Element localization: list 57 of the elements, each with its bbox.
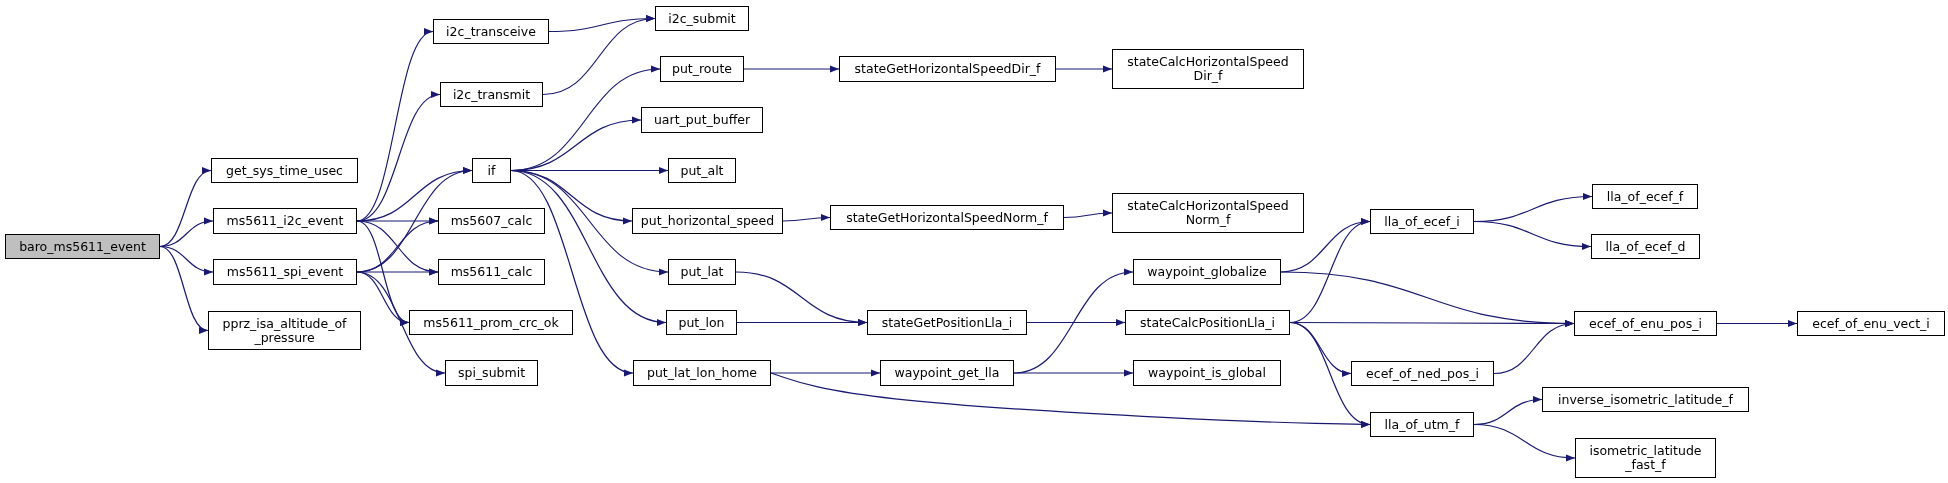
arrow bbox=[542, 15, 656, 96]
function-box: i2c_transmit bbox=[440, 82, 543, 107]
function-box: stateGetPositionLla_i bbox=[867, 310, 1027, 335]
function-box: ecef_of_ned_pos_i bbox=[1351, 361, 1494, 386]
arrow bbox=[1026, 318, 1126, 327]
function-box: lla_of_ecef_i bbox=[1370, 209, 1474, 234]
function-box: stateGetHorizontalSpeedNorm_f bbox=[830, 205, 1064, 230]
arrow bbox=[770, 369, 881, 377]
function-box: uart_put_buffer bbox=[641, 107, 763, 133]
arrow bbox=[1063, 209, 1113, 219]
function-box: stateCalcPositionLla_i bbox=[1125, 310, 1290, 335]
arrow bbox=[1473, 220, 1592, 250]
arrow bbox=[1289, 321, 1371, 427]
arrow bbox=[1716, 319, 1798, 328]
function-box: put_lat_lon_home bbox=[633, 360, 771, 386]
function-box: waypoint_is_global bbox=[1133, 360, 1281, 386]
function-box: ecef_of_enu_vect_i bbox=[1797, 311, 1945, 336]
arrow bbox=[1473, 423, 1576, 462]
function-box: put_alt bbox=[668, 158, 736, 183]
function-box: inverse_isometric_latitude_f bbox=[1542, 387, 1749, 412]
arrow bbox=[510, 169, 634, 374]
function-box: get_sys_time_usec bbox=[211, 158, 358, 183]
function-box: pprz_isa_altitude_of _pressure bbox=[208, 311, 361, 350]
arrow bbox=[736, 318, 868, 327]
function-box: ms5607_calc bbox=[438, 208, 545, 234]
function-box: i2c_submit bbox=[655, 6, 749, 31]
arrow bbox=[159, 169, 212, 248]
arrow bbox=[743, 65, 840, 73]
arrow bbox=[356, 268, 439, 276]
arrow bbox=[1013, 369, 1134, 377]
function-box: if bbox=[472, 158, 511, 183]
function-box: put_horizontal_speed bbox=[632, 208, 783, 234]
function-box: ms5611_calc bbox=[438, 259, 545, 285]
function-box: waypoint_get_lla bbox=[880, 360, 1014, 386]
function-box: waypoint_globalize bbox=[1133, 259, 1281, 285]
function-box-highlighted: baro_ms5611_event bbox=[5, 234, 160, 259]
function-box: put_lon bbox=[666, 310, 737, 335]
function-box: stateGetHorizontalSpeedDir_f bbox=[839, 56, 1056, 82]
function-box: stateCalcHorizontalSpeed Norm_f bbox=[1112, 193, 1304, 233]
function-box: ms5611_spi_event bbox=[213, 259, 357, 285]
arrow bbox=[356, 271, 446, 375]
arrow bbox=[782, 214, 831, 222]
arrow bbox=[159, 245, 209, 332]
function-box: ms5611_i2c_event bbox=[213, 208, 357, 234]
function-box: put_lat bbox=[668, 259, 736, 285]
function-box: put_route bbox=[660, 56, 744, 82]
function-box: lla_of_ecef_d bbox=[1591, 234, 1700, 259]
arrow bbox=[1055, 65, 1113, 73]
function-box: ms5611_prom_crc_ok bbox=[409, 310, 573, 335]
function-box: stateCalcHorizontalSpeed Dir_f bbox=[1112, 49, 1304, 89]
function-box: i2c_transceive bbox=[433, 19, 549, 44]
function-box: spi_submit bbox=[445, 360, 538, 386]
function-box: ecef_of_enu_pos_i bbox=[1574, 311, 1717, 336]
function-box: lla_of_utm_f bbox=[1370, 412, 1474, 437]
arrow bbox=[1493, 320, 1575, 375]
function-box: isometric_latitude _fast_f bbox=[1575, 438, 1716, 478]
function-box: lla_of_ecef_f bbox=[1592, 184, 1698, 209]
